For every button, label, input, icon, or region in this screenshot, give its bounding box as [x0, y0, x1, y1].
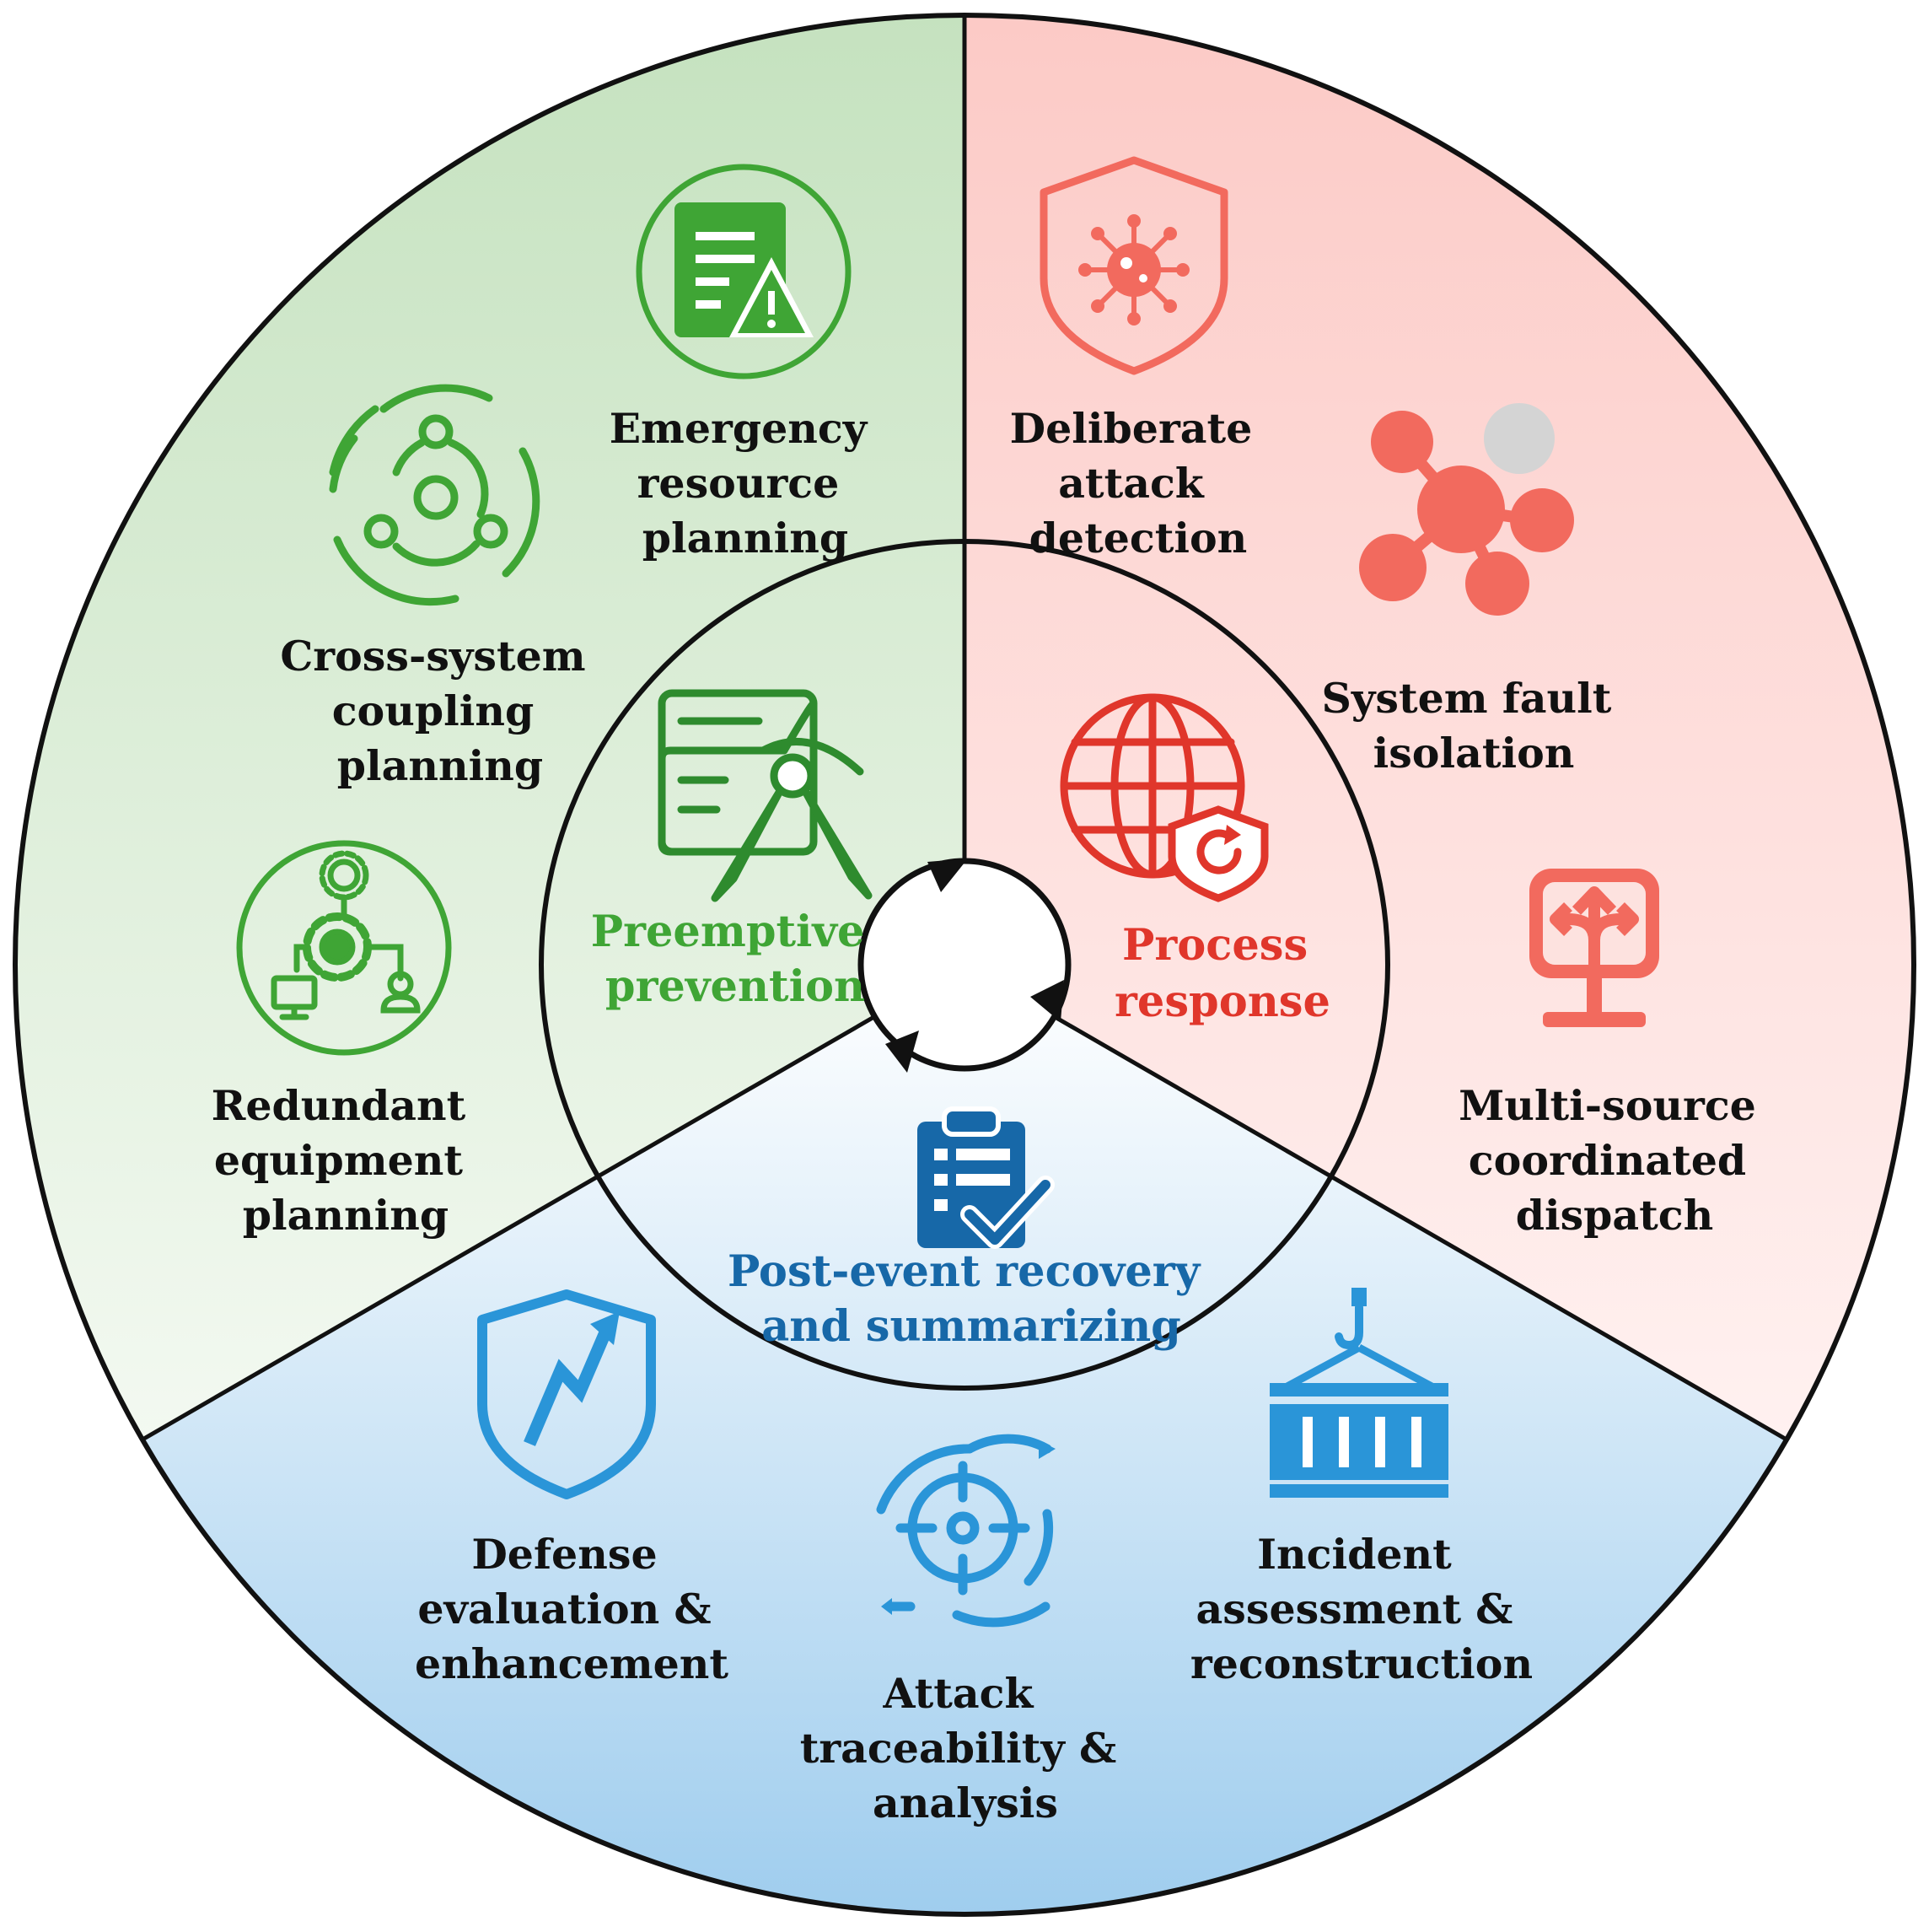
- outer-ring: [13, 13, 1916, 1917]
- deliberate-attack-detection-label: Deliberate attack detection: [1010, 404, 1267, 562]
- divider-right: [963, 962, 1788, 1442]
- inner-ring: [539, 539, 1390, 1391]
- cycle-arrow-bottom: [885, 1031, 919, 1073]
- multi-source-coordinated-dispatch-label: Multi-source coordinated dispatch: [1459, 1081, 1770, 1240]
- incident-assessment-reconstruction-label: Incident assessment & reconstruction: [1190, 1530, 1533, 1688]
- shield-growth-icon: [477, 1289, 656, 1499]
- divider-left: [141, 962, 966, 1442]
- defense-evaluation-enhancement-label: Defense evaluation & enhancement: [415, 1530, 728, 1688]
- target-cycle-icon: [876, 1434, 1056, 1628]
- coupling-cycle-icon: [329, 384, 540, 606]
- attack-traceability-analysis-label: Attack traceability & analysis: [800, 1669, 1131, 1827]
- shield-virus-icon: [1040, 156, 1228, 375]
- prevention-sector: [15, 15, 964, 1440]
- crane-container-icon: [1270, 1288, 1448, 1498]
- drafting-compass-document-icon: [658, 689, 873, 902]
- cycle-arrow-top: [927, 858, 968, 892]
- cycle-arrow-right: [1030, 980, 1064, 1022]
- dispatch-arrows-monitor-icon: [1529, 869, 1659, 1027]
- recovery-center-label: Post-event recovery and summarizing: [728, 1246, 1215, 1352]
- recovery-sector: [142, 965, 1787, 1914]
- response-center-label: Process response: [1115, 920, 1330, 1027]
- center-cycle-circle: [857, 858, 1072, 1072]
- document-warning-icon: [636, 164, 852, 379]
- emergency-resource-planning-label: Emergency resource planning: [610, 404, 882, 562]
- globe-shield-icon: [1060, 693, 1269, 902]
- gear-network-icon: [236, 840, 452, 1056]
- system-fault-isolation-label: System fault isolation: [1322, 674, 1626, 778]
- redundant-equipment-planning-label: Redundant equipment planning: [212, 1081, 481, 1240]
- node-isolation-icon: [1359, 403, 1574, 616]
- response-sector: [964, 15, 1914, 1440]
- cross-system-coupling-planning-label: Cross-system coupling planning: [280, 632, 599, 790]
- prevention-center-label: Preemptive prevention: [591, 907, 880, 1012]
- clipboard-check-icon: [917, 1106, 1055, 1249]
